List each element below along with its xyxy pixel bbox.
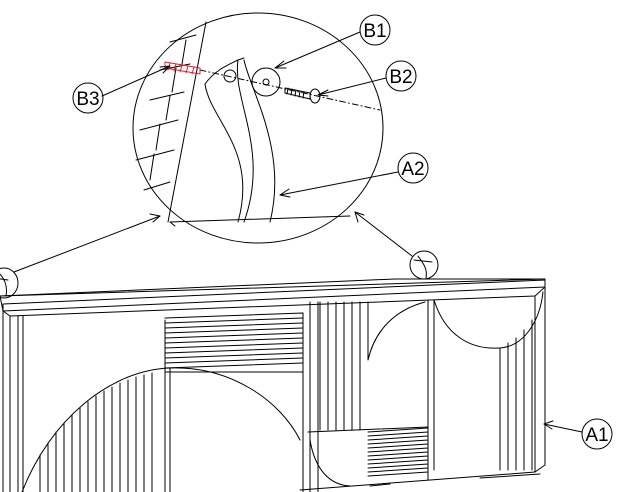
detail-magnifier	[132, 12, 384, 244]
detail-circle-outline	[132, 12, 384, 244]
callout-b2-label: B2	[389, 67, 412, 88]
cabinet-right-side	[534, 286, 546, 473]
callout-b1: B1	[274, 14, 391, 69]
callout-a1: A1	[543, 418, 613, 450]
brick-wall	[135, 21, 207, 223]
callout-b1-label: B1	[363, 21, 386, 42]
cabinet-left-side	[2, 286, 546, 492]
door-right-panel	[307, 291, 544, 492]
detail-leader-right	[354, 211, 413, 257]
cabinet-top	[0, 278, 546, 312]
panel-a2	[204, 57, 276, 223]
washer-b1	[251, 67, 281, 97]
callout-b3-label: B3	[76, 89, 99, 110]
cabinet-body	[0, 278, 546, 492]
fixing-centreline	[199, 69, 381, 111]
callout-b2: B2	[317, 60, 417, 97]
callout-a2: A2	[279, 152, 429, 198]
corner-detail-left	[0, 267, 19, 299]
callout-b3: B3	[72, 65, 171, 114]
callout-a2-label: A2	[401, 159, 424, 180]
screw-b2	[284, 87, 321, 104]
door-left-panel	[17, 312, 304, 492]
corner-detail-right	[409, 250, 439, 280]
callout-a1-label: A1	[585, 425, 608, 446]
detail-leader-left	[13, 215, 161, 273]
